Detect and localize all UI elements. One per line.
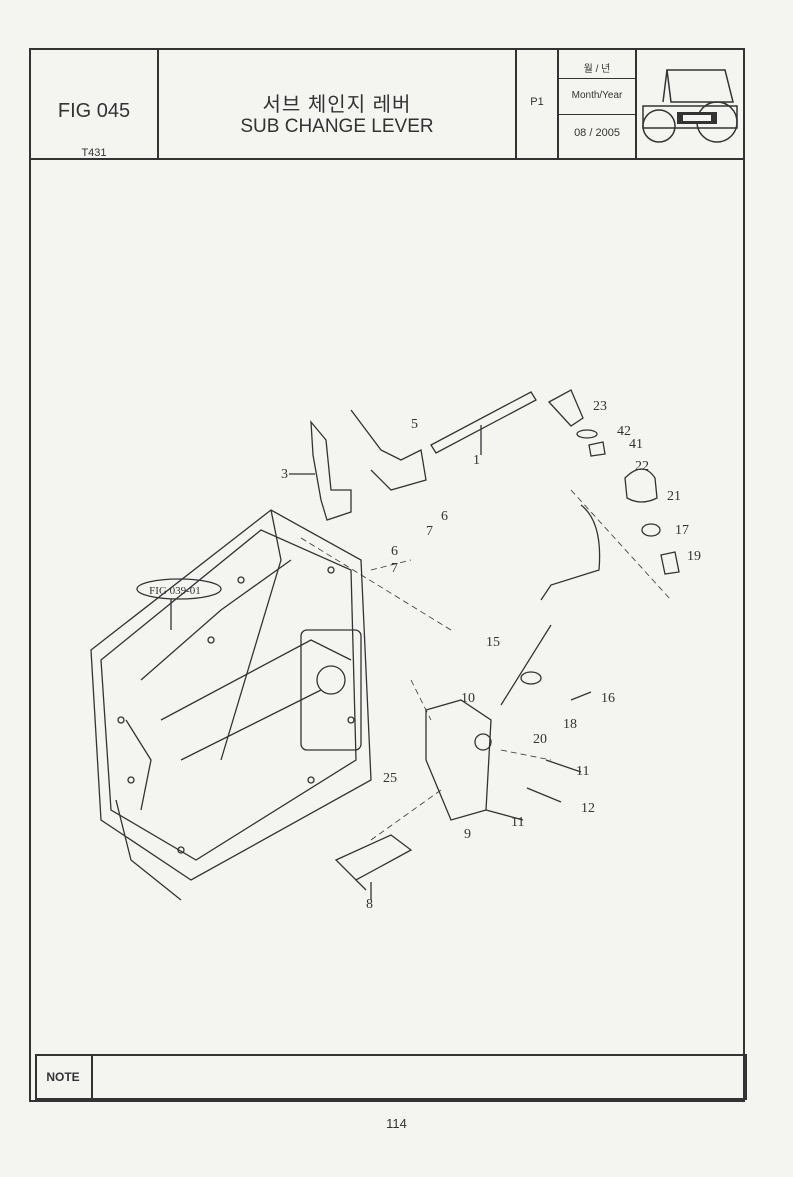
callout: 5: [411, 417, 418, 432]
callout: 21: [667, 489, 681, 504]
part-callouts: FIG 039-01 1 3 5 6 7 6 7 8 9 10 11 11 12…: [149, 399, 701, 912]
callout: 11: [511, 815, 524, 830]
title-english: SUB CHANGE LEVER: [240, 116, 434, 137]
callout: 11: [576, 764, 589, 779]
callout: 22: [635, 459, 649, 474]
note-rule: [35, 1054, 747, 1056]
reference-label: FIG 039-01: [149, 585, 201, 597]
note-box: [35, 1054, 747, 1100]
callout: 19: [687, 549, 701, 564]
revision-date: 08 / 2005: [574, 127, 620, 139]
callout: 23: [593, 399, 607, 414]
callout: 6: [441, 509, 448, 524]
tractor-icon: [642, 69, 738, 143]
header-bottom-rule: [31, 158, 743, 160]
callout: 41: [629, 437, 643, 452]
page-number: 114: [386, 1116, 407, 1131]
header-divider: [635, 50, 637, 160]
callout: 7: [426, 524, 433, 539]
title-korean: 서브 체인지 레버: [262, 94, 412, 116]
header-divider: [515, 50, 517, 160]
page-code: P1: [530, 96, 544, 108]
callout: 6: [391, 544, 398, 559]
date-cell-rule: [559, 114, 635, 115]
figure-number: FIG 045: [57, 100, 131, 122]
callout: 12: [581, 801, 595, 816]
callout: 20: [533, 732, 547, 747]
header-divider: [557, 50, 559, 160]
callout: 16: [601, 691, 615, 706]
callout: 17: [675, 523, 689, 538]
callout: 3: [281, 467, 288, 482]
note-label: NOTE: [46, 1070, 80, 1084]
callout: 9: [464, 827, 471, 842]
month-year-korean: 월 / 년: [583, 64, 611, 75]
callout: 7: [391, 561, 398, 576]
date-cell-rule: [559, 78, 635, 79]
callout: 18: [563, 717, 577, 732]
callout: 1: [473, 453, 480, 468]
callout: 25: [383, 771, 397, 786]
note-divider: [91, 1054, 93, 1098]
model-code: T431: [81, 147, 107, 159]
callout: 10: [461, 691, 475, 706]
month-year-label: Month/Year: [571, 90, 623, 101]
page-frame: FIG 045 T431 서브 체인지 레버 SUB CHANGE LEVER …: [29, 48, 747, 1102]
transmission-housing: [90, 509, 372, 901]
callout: 42: [617, 424, 631, 439]
exploded-parts-diagram: FIG 039-01 1 3 5 6 7 6 7 8 9 10 11 11 12…: [90, 389, 701, 912]
callout: 15: [486, 635, 500, 650]
callout: 8: [366, 897, 373, 912]
header-divider: [157, 50, 159, 160]
